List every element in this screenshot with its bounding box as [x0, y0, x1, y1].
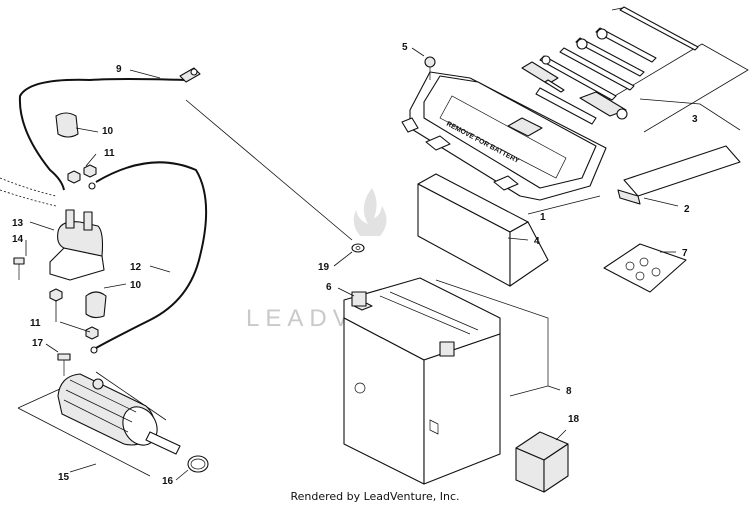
callout-5: 5: [402, 42, 408, 53]
callout-9: 9: [116, 64, 122, 75]
battery-cover: REMOVE FOR BATTERY: [401, 71, 607, 201]
callout-11-upper: 11: [104, 148, 115, 159]
callout-10-upper: 10: [102, 126, 114, 137]
terminal-boot-upper: [55, 112, 79, 138]
callout-19: 19: [318, 262, 330, 273]
callout-11-lower: 11: [30, 318, 41, 329]
starter-solenoid: [49, 209, 105, 281]
callout-7: 7: [682, 248, 688, 259]
callout-8: 8: [566, 386, 572, 397]
screwdriver-handle-icon: [521, 61, 559, 85]
callout-18: 18: [568, 414, 580, 425]
decal: [603, 243, 687, 293]
callout-13: 13: [12, 218, 24, 229]
callout-numbers: 1 2 3 4 5 6 7 8 9 10 10 11 11 12 13 14 1…: [12, 42, 698, 487]
leader-lines: [25, 47, 679, 481]
callout-4: 4: [534, 236, 540, 247]
callout-15: 15: [58, 472, 70, 483]
credit-line: Rendered by LeadVenture, Inc.: [290, 490, 460, 503]
callout-16: 16: [162, 476, 174, 487]
callout-6: 6: [326, 282, 332, 293]
screw-17: [57, 353, 71, 376]
battery-cable-9: [0, 67, 353, 241]
strap: [617, 145, 741, 205]
callout-2: 2: [684, 204, 690, 215]
nuts-lower: [49, 288, 99, 340]
screw-14: [13, 257, 25, 280]
callout-12: 12: [130, 262, 142, 273]
battery: [343, 277, 549, 485]
o-ring: [187, 455, 209, 473]
callout-1: 1: [540, 212, 546, 223]
nuts-upper: [67, 164, 97, 184]
callout-3: 3: [692, 114, 698, 125]
callout-10-lower: 10: [130, 280, 142, 291]
callout-17: 17: [32, 338, 44, 349]
terminal-boot-lower: [85, 291, 107, 319]
battery-bracket: [417, 173, 549, 287]
callout-14: 14: [12, 234, 24, 245]
screw-5: [424, 56, 436, 80]
foam-block: [515, 431, 569, 493]
starter-motor: [17, 371, 181, 477]
starter-cable-12: [88, 161, 208, 354]
tool-kit: [521, 6, 749, 133]
washer-19: [351, 243, 365, 253]
